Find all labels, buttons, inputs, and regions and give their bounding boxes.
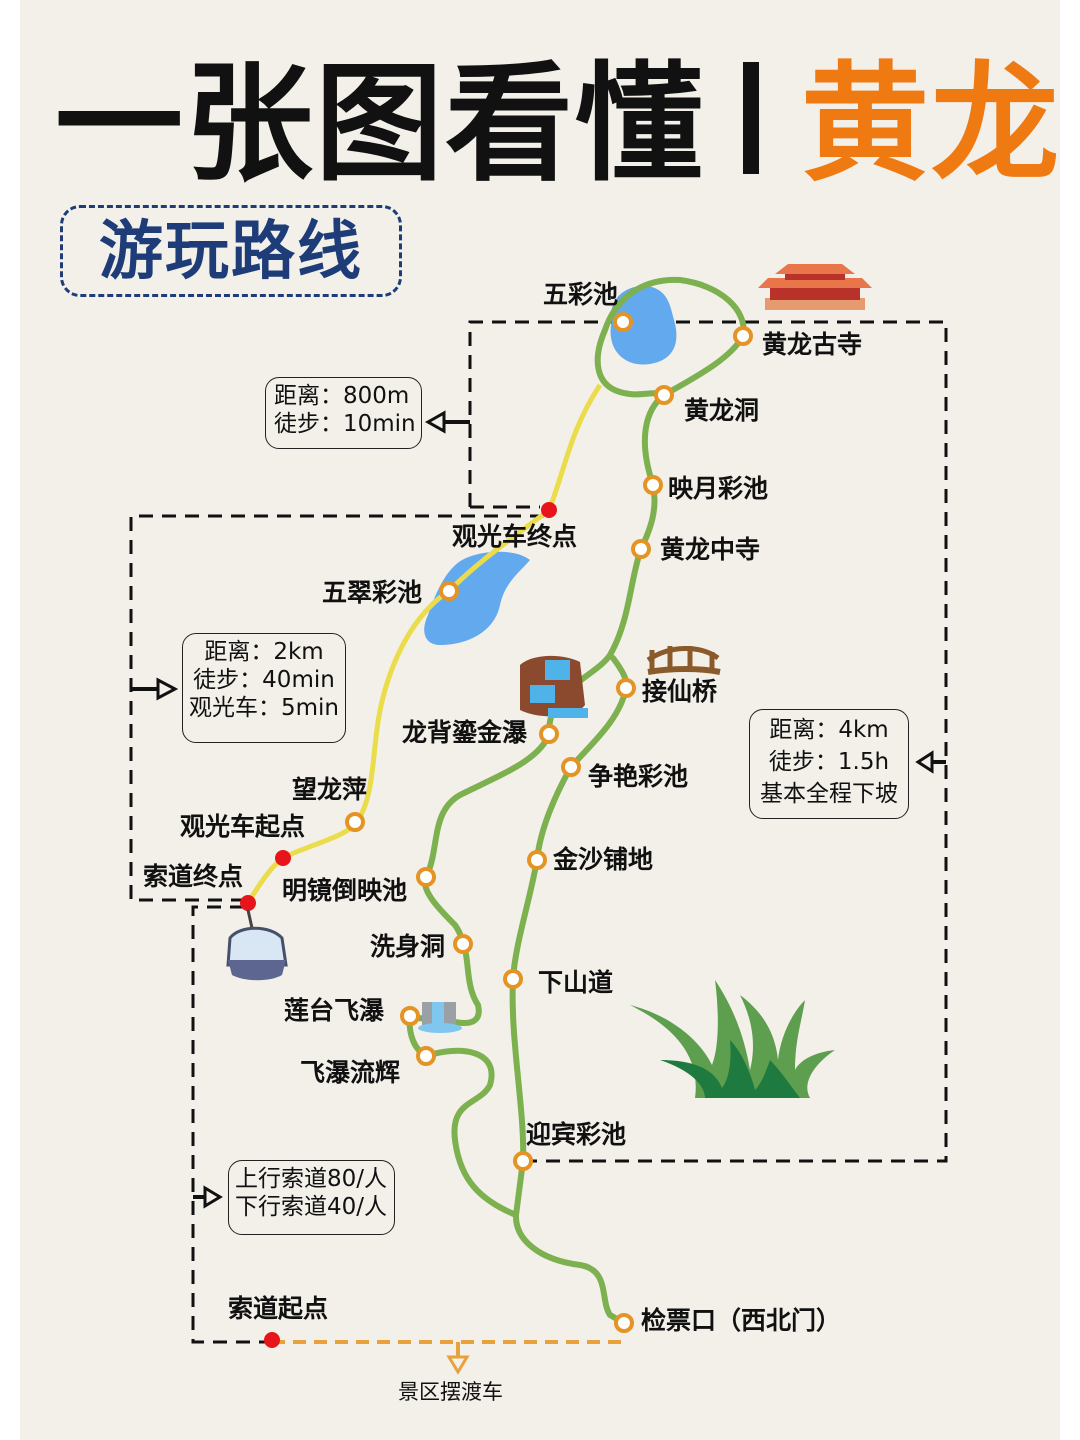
- grass-icon: [630, 980, 835, 1098]
- waterfall-icon: [520, 655, 588, 718]
- transfer-point-markers: [240, 502, 557, 1348]
- poi-label: 洗身洞: [370, 932, 446, 961]
- poi-label: 争艳彩池: [588, 762, 689, 791]
- transfer-label: 索道终点: [143, 862, 244, 891]
- bridge-icon: [646, 646, 721, 675]
- lake-icon: [610, 285, 677, 365]
- poi-label: 望龙萍: [292, 775, 368, 804]
- title-separator: [743, 62, 760, 174]
- poi-label: 五彩池: [543, 280, 619, 309]
- info-line: 基本全程下坡: [760, 781, 898, 807]
- info-line: 下行索道40/人: [235, 1194, 388, 1220]
- info-line: 徒步：10min: [274, 411, 416, 437]
- info-line: 距离：800m: [274, 383, 410, 409]
- info-line: 上行索道80/人: [235, 1166, 388, 1192]
- bracket-arrows: [131, 410, 946, 1209]
- bracket-cableway: [191, 905, 265, 1344]
- segment-brackets: [129, 320, 948, 1344]
- info-line: 观光车：5min: [189, 695, 340, 721]
- bracket-segment-1-3: [468, 320, 948, 1163]
- poi-label: 映月彩池: [668, 474, 769, 503]
- transfer-label: 观光车起点: [180, 812, 306, 841]
- poi-label: 黄龙古寺: [762, 330, 863, 359]
- info-box-cableway: 上行索道80/人 下行索道40/人: [228, 1160, 395, 1235]
- bracket-segment-2: [129, 514, 544, 902]
- shuttle-arrow-icon: [446, 1355, 470, 1375]
- poi-label: 飞瀑流辉: [300, 1058, 401, 1087]
- subtitle-badge: 游玩路线: [60, 205, 402, 297]
- info-line: 距离：2km: [204, 639, 324, 665]
- poi-label: 检票口（西北门）: [641, 1306, 842, 1335]
- transfer-label: 观光车终点: [452, 522, 578, 551]
- page-title: 一张图看懂黄龙: [55, 50, 1061, 200]
- temple-icon: [758, 264, 872, 310]
- info-box-segment-2: 距离：2km 徒步：40min 观光车：5min: [182, 633, 346, 743]
- walking-paths: [406, 276, 747, 1326]
- subtitle: 游玩路线: [99, 215, 363, 289]
- poi-label: 龙背鎏金瀑: [402, 718, 528, 747]
- shuttle-label: 景区摆渡车: [398, 1380, 503, 1404]
- map-paper-background: [20, 0, 1060, 1440]
- cable-car-icon: [226, 909, 288, 981]
- info-box-segment-1: 距离：800m 徒步：10min: [265, 377, 422, 449]
- poi-label: 迎宾彩池: [526, 1120, 627, 1149]
- info-line: 徒步：1.5h: [768, 749, 890, 775]
- poi-label: 明镜倒映池: [282, 876, 408, 905]
- small-waterfall-icon: [418, 1002, 462, 1033]
- poi-label: 黄龙洞: [684, 396, 760, 425]
- info-line: 徒步：40min: [193, 667, 335, 693]
- poi-label: 金沙铺地: [553, 845, 654, 874]
- poi-label: 五翠彩池: [322, 578, 423, 607]
- poi-label: 接仙桥: [642, 677, 718, 706]
- poi-markers: [345, 312, 753, 1333]
- poi-label: 下山道: [538, 968, 614, 997]
- info-box-segment-3: 距离：4km 徒步：1.5h 基本全程下坡: [749, 709, 909, 819]
- poi-label: 黄龙中寺: [660, 535, 761, 564]
- lake-icon: [424, 551, 530, 645]
- info-line: 距离：4km: [769, 717, 889, 743]
- poi-label: 莲台飞瀑: [284, 996, 385, 1025]
- title-accent: 黄龙: [801, 50, 1062, 199]
- title-main: 一张图看懂: [55, 50, 706, 199]
- transfer-label: 索道起点: [228, 1294, 329, 1323]
